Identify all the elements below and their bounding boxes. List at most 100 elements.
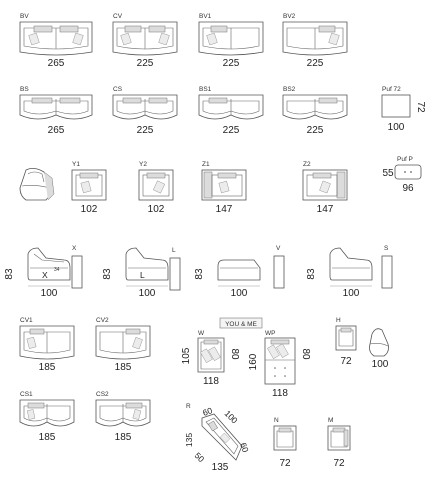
module-width-l: 100 — [139, 288, 156, 299]
module-height-l: 83 — [102, 268, 113, 280]
module-width-n: 72 — [279, 458, 291, 469]
module-diag-r: 100 — [223, 408, 240, 425]
module-code-cv2: CV2 — [96, 317, 109, 324]
module-bv: BV 265 — [19, 13, 93, 69]
module-width-bs1: 225 — [223, 125, 240, 136]
module-cv2: CV2 185 — [95, 317, 151, 373]
module-right-wp: 80 — [300, 348, 311, 360]
module-code-cs2: CS2 — [96, 391, 109, 398]
module-width-bs: 265 — [48, 125, 65, 136]
module-width-cv1: 185 — [39, 362, 56, 373]
module-w: W 105 80 118 — [181, 330, 240, 387]
module-code-bs2: BS2 — [283, 86, 296, 93]
module-code-y1: Y1 — [72, 161, 80, 168]
module-code-r: R — [186, 403, 191, 410]
module-left-wp: 160 — [248, 353, 259, 370]
module-wp: WP 160 80 118 — [248, 330, 311, 399]
module-width-cs2: 185 — [115, 432, 132, 443]
module-width-bv2: 225 — [307, 58, 324, 69]
module-bs1: BS1 225 — [198, 86, 264, 136]
module-cs1: CS1 185 — [19, 391, 75, 443]
module-code-l: L — [172, 247, 176, 254]
module-width-x: 100 — [41, 288, 58, 299]
module-code-bs: BS — [20, 86, 29, 93]
module-side-h: 100 — [372, 359, 389, 370]
module-bottom-wp: 118 — [272, 388, 288, 399]
module-width-y2: 102 — [148, 204, 165, 215]
module-width-bs2: 225 — [307, 125, 324, 136]
module-code-y2: Y2 — [139, 161, 147, 168]
module-code-cs: CS — [113, 86, 123, 93]
module-code-v: V — [276, 245, 281, 252]
module-bv2: BV2 225 — [282, 13, 348, 69]
module-height-s: 83 — [306, 268, 317, 280]
module-left-w: 105 — [181, 347, 192, 364]
module-depth-puf72: 72 — [415, 101, 426, 113]
module-code-pufp: Puf P — [397, 156, 413, 163]
module-corner-r: 50 — [193, 450, 207, 464]
module-puf-p: Puf P 96 55 — [382, 156, 422, 194]
module-code-cv: CV — [113, 13, 123, 20]
module-subdim-x: 34 — [54, 267, 60, 273]
module-code-bv2: BV2 — [283, 13, 296, 20]
module-width-bv1: 225 — [223, 58, 240, 69]
module-code-bv1: BV1 — [199, 13, 212, 20]
module-code-w: W — [198, 330, 205, 337]
module-code-cs1: CS1 — [20, 391, 33, 398]
module-code-bs1: BS1 — [199, 86, 212, 93]
module-width-cs1: 185 — [39, 432, 56, 443]
module-m: M 72 — [327, 417, 351, 469]
module-inner-l: L — [140, 270, 145, 280]
module-width-z1: 147 — [216, 204, 233, 215]
module-armchair-perspective — [19, 168, 55, 201]
module-code-puf72: Puf 72 — [382, 86, 401, 93]
module-width-m: 72 — [333, 458, 345, 469]
module-width-puf72: 100 — [388, 122, 405, 133]
module-bottom-r: 135 — [212, 462, 229, 473]
module-height-v: 83 — [194, 268, 205, 280]
module-puf-72: Puf 72 100 72 — [381, 86, 426, 133]
module-width-pufp: 96 — [402, 183, 414, 194]
module-height-x: 83 — [4, 268, 15, 280]
module-y1: Y1 102 — [71, 161, 107, 215]
module-bs2: BS2 225 — [282, 86, 348, 136]
module-bottom-w: 118 — [203, 376, 219, 387]
module-bs: BS 265 — [19, 86, 93, 136]
module-code-z1: Z1 — [202, 161, 210, 168]
module-cs: CS 225 — [112, 86, 178, 136]
module-width-z2: 147 — [317, 204, 334, 215]
module-bv1: BV1 225 — [198, 13, 264, 69]
module-right-r: 60 — [238, 441, 251, 454]
module-code-wp: WP — [265, 330, 275, 337]
module-depth-pufp: 55 — [382, 168, 394, 179]
module-code-n: N — [274, 417, 279, 424]
module-code-z2: Z2 — [303, 161, 311, 168]
module-code-h: H — [336, 317, 341, 324]
module-s: 83 100 S — [306, 245, 393, 299]
module-h: H 72 100 — [335, 317, 389, 370]
module-left-r: 135 — [184, 433, 194, 447]
module-width-s: 100 — [343, 288, 360, 299]
module-r: R 60 100 135 50 60 135 — [184, 403, 251, 473]
module-top-r: 60 — [201, 405, 214, 418]
module-code-bv: BV — [20, 13, 29, 20]
module-cs2: CS2 185 — [95, 391, 151, 443]
youme-title: YOU & ME — [225, 321, 257, 328]
module-code-s: S — [384, 245, 389, 252]
youme-title-box: YOU & ME — [219, 317, 263, 329]
module-width-y1: 102 — [81, 204, 98, 215]
module-v: 83 100 V — [194, 245, 285, 299]
module-inner-x: X — [42, 270, 48, 280]
module-cv1: CV1 185 — [19, 317, 75, 373]
module-width-cv2: 185 — [115, 362, 132, 373]
module-width-cs: 225 — [137, 125, 154, 136]
module-width-cv: 225 — [137, 58, 154, 69]
module-l: 83 L 100 L — [102, 247, 181, 299]
module-right-w: 80 — [229, 348, 240, 360]
module-x: 83 X 34 100 X — [4, 245, 83, 299]
module-code-x: X — [72, 245, 77, 252]
module-cv: CV 225 — [112, 13, 178, 69]
module-z1: Z1 147 — [201, 161, 247, 215]
module-width-bv: 265 — [48, 58, 65, 69]
